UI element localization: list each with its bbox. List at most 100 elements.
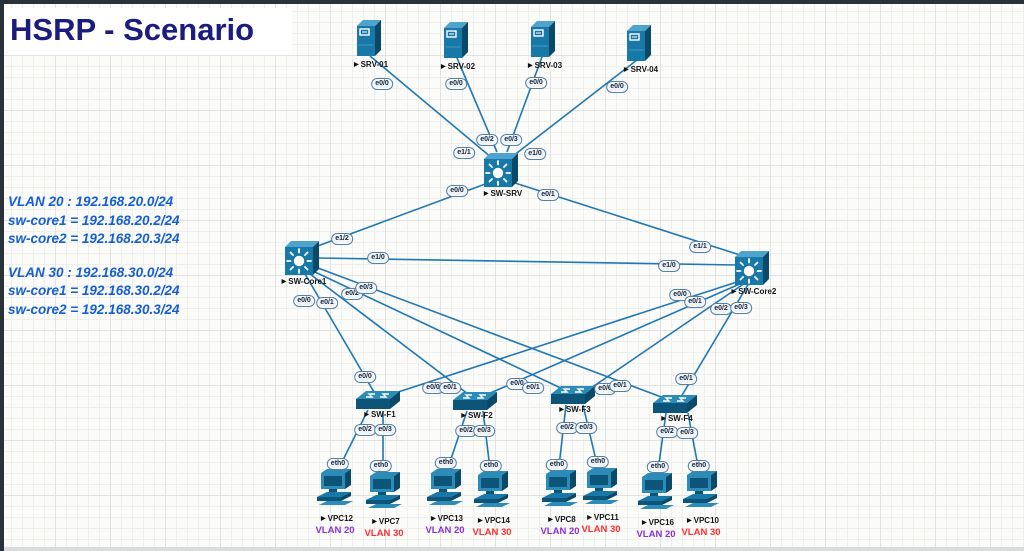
device-label-core1: ▶SW-Core1: [282, 277, 327, 286]
device-vpc13[interactable]: [425, 469, 465, 507]
device-vpc8[interactable]: [540, 470, 580, 508]
pc-icon: [542, 470, 578, 506]
port-label-core1-e1/2: e1/2: [331, 233, 353, 245]
device-vpc10[interactable]: [681, 471, 721, 509]
port-label-f1-e0/3: e0/3: [374, 424, 396, 436]
note-vlan20-core1: sw-core1 = 192.168.20.2/24: [8, 212, 180, 228]
link-line-core1-f2[interactable]: [309, 273, 469, 395]
device-name-text: SRV-02: [447, 62, 476, 71]
device-label-core2: ▶SW-Core2: [732, 287, 777, 296]
fswitch-icon: [356, 391, 400, 409]
device-name-text: SRV-04: [630, 65, 659, 74]
link-line-core2-f3[interactable]: [587, 282, 746, 391]
device-marker-icon: ▶: [478, 518, 483, 524]
device-marker-icon: ▶: [281, 279, 287, 285]
device-f3[interactable]: [551, 384, 595, 408]
device-sw-srv[interactable]: [484, 153, 518, 187]
port-label-vpc11-eth0: eth0: [586, 456, 610, 468]
device-core2[interactable]: [735, 251, 769, 285]
port-label-f1-e0/1: e0/1: [439, 382, 461, 394]
port-label-vpc8-eth0: eth0: [545, 459, 569, 471]
device-label-vpc12: ▶VPC12: [321, 514, 353, 523]
device-name-text: SW-F2: [467, 411, 493, 420]
device-name-text: VPC14: [484, 516, 510, 525]
note-vlan20-core2: sw-core2 = 192.168.20.3/24: [8, 231, 180, 246]
device-marker-icon: ▶: [642, 520, 647, 526]
window-edge-left: [0, 0, 4, 551]
device-srv-02[interactable]: [444, 22, 468, 58]
port-label-f2-e0/0: e0/0: [422, 382, 444, 394]
server-icon: [444, 22, 468, 58]
vlan-badge-vpc13: VLAN 20: [425, 525, 465, 536]
vlan-badge-vpc14: VLAN 30: [472, 527, 512, 538]
switch-icon: [484, 153, 518, 187]
port-label-srv-03-e0/0: e0/0: [525, 77, 547, 89]
vlan-badge-vpc8: VLAN 20: [540, 526, 580, 537]
port-label-sw-srv-e0/0: e0/0: [446, 185, 468, 197]
device-f2[interactable]: [453, 390, 497, 414]
port-label-core2-e0/3: e0/3: [730, 302, 752, 314]
port-label-core1-e1/0: e1/0: [367, 252, 389, 264]
port-label-sw-srv-e0/2: e0/2: [476, 134, 498, 146]
vlan-badge-vpc16: VLAN 20: [636, 529, 676, 540]
device-name-text: SW-Core1: [288, 277, 327, 286]
window-edge-top: [0, 0, 1024, 4]
port-label-core2-e1/1: e1/1: [689, 241, 711, 253]
pc-icon: [474, 471, 510, 507]
device-name-text: VPC10: [693, 516, 719, 525]
device-label-sw-srv: ▶SW-SRV: [484, 189, 522, 198]
device-vpc14[interactable]: [472, 471, 512, 509]
pc-icon: [638, 473, 674, 509]
device-marker-icon: ▶: [372, 519, 377, 525]
device-marker-icon: ▶: [431, 516, 436, 522]
device-vpc7[interactable]: [364, 472, 404, 510]
vlan-notes: VLAN 20 : 192.168.20.0/24 sw-core1 = 192…: [8, 193, 180, 319]
port-label-vpc10-eth0: eth0: [687, 460, 711, 472]
fswitch-icon: [453, 392, 497, 410]
port-label-core2-e0/2: e0/2: [710, 303, 732, 315]
pc-icon: [583, 468, 619, 504]
switch-icon: [285, 241, 319, 275]
fswitch-icon: [551, 386, 595, 404]
port-label-f2-e0/2: e0/2: [455, 425, 477, 437]
device-marker-icon: ▶: [440, 64, 446, 70]
device-srv-03[interactable]: [531, 21, 555, 57]
device-marker-icon: ▶: [321, 516, 326, 522]
vlan-badge-vpc11: VLAN 30: [581, 524, 621, 535]
port-label-f2-e0/3: e0/3: [473, 425, 495, 437]
device-name-text: SW-F1: [370, 410, 396, 419]
device-vpc11[interactable]: [581, 468, 621, 506]
device-marker-icon: ▶: [461, 413, 466, 419]
device-name-text: VPC12: [327, 514, 353, 523]
device-vpc16[interactable]: [636, 473, 676, 511]
device-label-f3: ▶SW-F3: [559, 405, 590, 414]
device-f1[interactable]: [356, 389, 400, 413]
device-label-vpc11: ▶VPC11: [587, 513, 619, 522]
note-spacer: [8, 249, 180, 264]
device-label-srv-02: ▶SRV-02: [441, 62, 475, 71]
device-srv-04[interactable]: [627, 25, 651, 61]
server-icon: [357, 20, 381, 56]
link-line-srv-04-sw-srv[interactable]: [512, 59, 638, 157]
port-label-vpc7-eth0: eth0: [369, 460, 393, 472]
device-name-text: SRV-03: [534, 61, 563, 70]
device-srv-01[interactable]: [357, 20, 381, 56]
device-core1[interactable]: [285, 241, 319, 275]
device-name-text: VPC16: [648, 518, 674, 527]
device-label-srv-01: ▶SRV-01: [354, 60, 388, 69]
vlan-badge-vpc10: VLAN 30: [681, 527, 721, 538]
device-vpc12[interactable]: [315, 469, 355, 507]
vlan-badge-vpc7: VLAN 30: [364, 528, 404, 539]
port-label-srv-02-e0/0: e0/0: [445, 78, 467, 90]
device-label-vpc10: ▶VPC10: [687, 516, 719, 525]
device-marker-icon: ▶: [687, 518, 692, 524]
port-label-sw-srv-e1/0: e1/0: [524, 148, 546, 160]
note-vlan20-network: VLAN 20 : 192.168.20.0/24: [8, 194, 174, 209]
device-marker-icon: ▶: [559, 407, 564, 413]
link-line-srv-01-sw-srv[interactable]: [369, 55, 493, 159]
port-label-sw-srv-e0/3: e0/3: [500, 134, 522, 146]
device-label-f1: ▶SW-F1: [364, 410, 395, 419]
server-icon: [531, 21, 555, 57]
device-f4[interactable]: [653, 393, 697, 417]
